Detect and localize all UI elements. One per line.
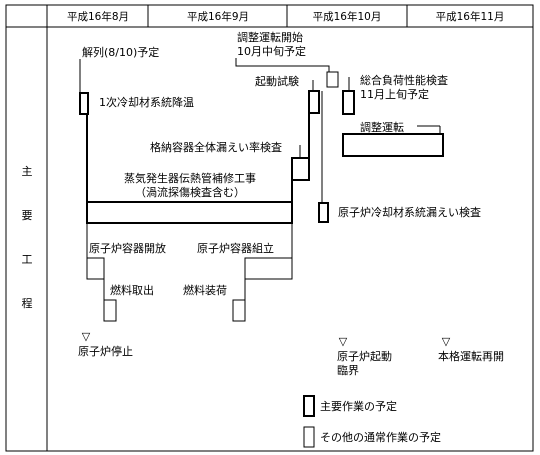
adjust-start-leader (235, 58, 330, 72)
vessel-assemble-label: 原子炉容器組立 (197, 241, 274, 255)
sg-repair-label-1: 蒸気発生器伝熱管補修工事 (124, 171, 256, 185)
shutdown-box (79, 92, 89, 115)
side-label-3: 工 (22, 253, 33, 266)
table-frame (5, 4, 534, 452)
containment-leak-box (291, 157, 310, 181)
fuel-load-box (232, 299, 246, 322)
rcs-leak-box (318, 202, 329, 223)
primary-cooldown-label: 1次冷却材系統降温 (99, 95, 194, 109)
legend-other-label: その他の通常作業の予定 (320, 430, 441, 444)
startup-test-box (308, 90, 320, 114)
startup-test-label: 起動試験 (255, 74, 299, 88)
month-header-aug: 平成16年8月 (67, 10, 129, 23)
fuel-load-label: 燃料装荷 (183, 283, 227, 297)
fuel-unload-box (103, 299, 117, 322)
adjust-operation-label: 調整運転 (360, 120, 404, 134)
month-header-oct: 平成16年10月 (313, 10, 382, 23)
adjust-start-label-2: 10月中旬予定 (237, 44, 306, 58)
side-label-1: 主 (22, 165, 33, 178)
side-label-2: 要 (22, 209, 33, 222)
reactor-start-label-1: 原子炉起動 (337, 349, 392, 363)
reactor-start-label-2: 臨界 (337, 364, 359, 377)
month-header-nov: 平成16年11月 (436, 10, 505, 23)
full-operation-marker: ▽ (442, 335, 451, 348)
shutdown-label: 解列(8/10)予定 (82, 45, 159, 59)
adjust-operation-bar (342, 133, 444, 157)
legend-main-swatch (303, 395, 315, 417)
legend-other-swatch (303, 426, 315, 448)
reactor-stop-marker: ▽ (82, 330, 91, 343)
month-header-sep: 平成16年9月 (187, 10, 249, 23)
reactor-start-marker: ▽ (339, 335, 348, 348)
sg-repair-label-2: （渦流探傷検査含む） (135, 185, 245, 199)
sg-repair-bar (86, 201, 293, 224)
side-label-4: 程 (22, 297, 33, 310)
adjust-start-label-1: 調整運転開始 (237, 30, 303, 44)
legend-main-label: 主要作業の予定 (320, 399, 397, 413)
reactor-stop-label: 原子炉停止 (78, 344, 133, 358)
fuel-unload-label: 燃料取出 (110, 283, 154, 297)
vessel-assemble-box (244, 257, 293, 280)
rcs-leak-label: 原子炉冷却材系統漏えい検査 (338, 205, 481, 219)
full-load-box (342, 90, 355, 115)
adjust-start-box (326, 71, 339, 88)
full-operation-label: 本格運転再開 (438, 349, 504, 363)
full-load-label-2: 11月上旬予定 (360, 87, 429, 101)
full-load-label-1: 総合負荷性能検査 (360, 73, 448, 87)
vessel-open-box (86, 257, 105, 280)
containment-leak-label: 格納容器全体漏えい率検査 (150, 140, 282, 154)
vessel-open-label: 原子炉容器開放 (89, 241, 166, 255)
